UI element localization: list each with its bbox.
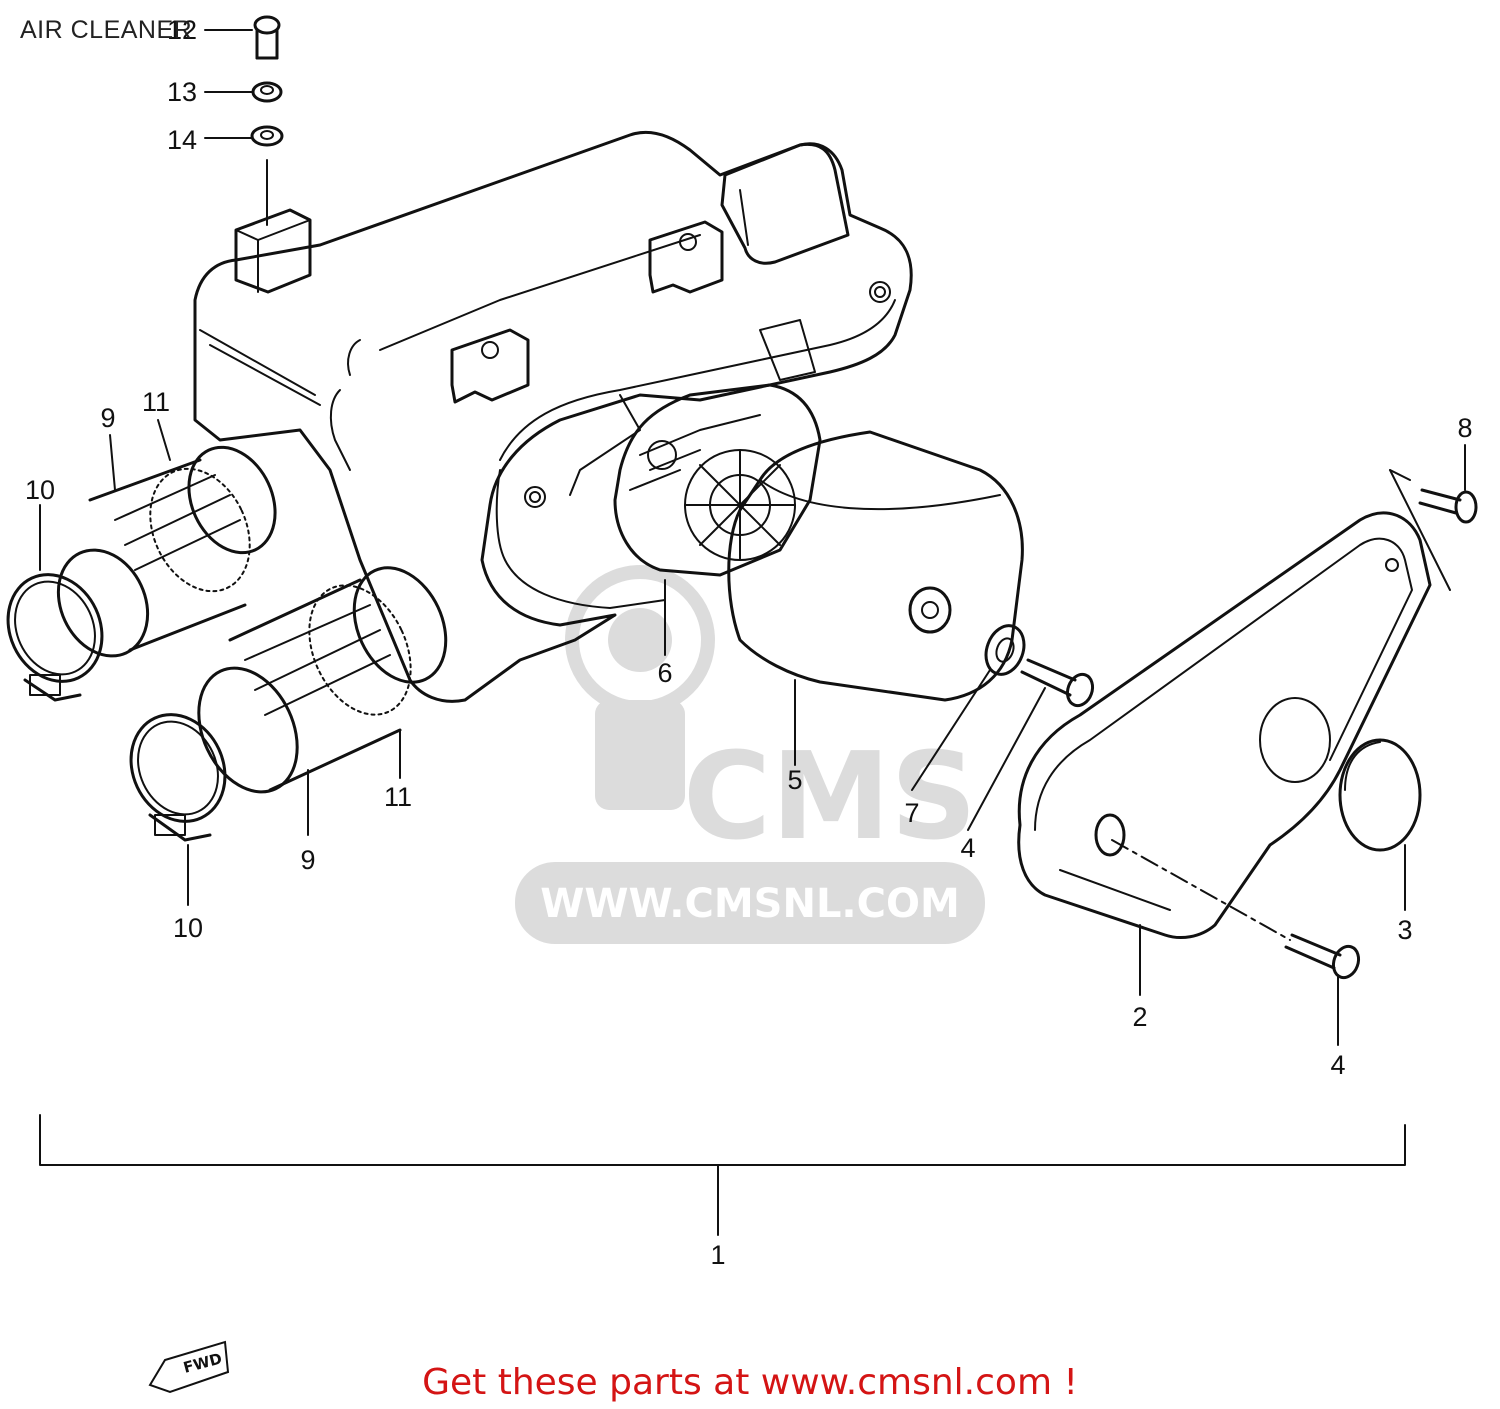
callout-10: 10 — [173, 913, 203, 943]
grommet-part-14 — [250, 125, 284, 147]
callout-8: 8 — [1457, 413, 1472, 443]
assembly-bracket — [39, 1114, 1406, 1236]
leader-lines — [39, 29, 1466, 1046]
footer-link-text[interactable]: Get these parts at www.cmsnl.com ! — [422, 1362, 1078, 1403]
callout-1: 1 — [710, 1240, 725, 1270]
callout-9: 9 — [100, 403, 115, 433]
screw-part-4-upper — [1020, 658, 1095, 708]
screw-part-8 — [1418, 488, 1478, 524]
callout-9: 9 — [300, 845, 315, 875]
nut-part-13 — [251, 81, 283, 103]
callout-3: 3 — [1397, 915, 1412, 945]
callout-2: 2 — [1132, 1002, 1147, 1032]
callout-6: 6 — [657, 658, 672, 688]
bolt-part-12 — [253, 15, 281, 60]
callout-7: 7 — [904, 798, 919, 828]
callout-11: 11 — [384, 782, 412, 812]
callout-12: 12 — [167, 15, 197, 45]
filter-element-part-5 — [727, 430, 1024, 702]
diagram-title: AIR CLEANER — [20, 16, 193, 44]
intake-boot-upper — [6, 445, 277, 702]
watermark-logo-text: CMS — [683, 728, 977, 867]
callout-13: 13 — [167, 77, 197, 107]
cover-part-2 — [1017, 469, 1451, 939]
forward-badge: FWD — [148, 1340, 230, 1394]
callout-4: 4 — [1330, 1050, 1345, 1080]
callout-numbers: 12 13 14 11 9 10 8 6 5 7 4 11 9 10 3 2 4… — [25, 15, 1473, 1270]
callout-5: 5 — [787, 765, 802, 795]
washer-part-7 — [984, 624, 1026, 676]
callout-14: 14 — [167, 125, 197, 155]
callout-11: 11 — [142, 387, 170, 417]
cap-part-3 — [1338, 738, 1422, 852]
watermark-url-text: WWW.CMSNL.COM — [540, 881, 960, 927]
element-frame-part-6 — [613, 383, 822, 577]
callout-4: 4 — [960, 833, 975, 863]
callout-10: 10 — [25, 475, 55, 505]
intake-boot-lower — [129, 566, 448, 842]
screw-part-4-lower — [1111, 839, 1361, 980]
cms-watermark: CMS WWW.CMSNL.COM — [515, 565, 985, 944]
air-cleaner-case — [193, 130, 913, 703]
